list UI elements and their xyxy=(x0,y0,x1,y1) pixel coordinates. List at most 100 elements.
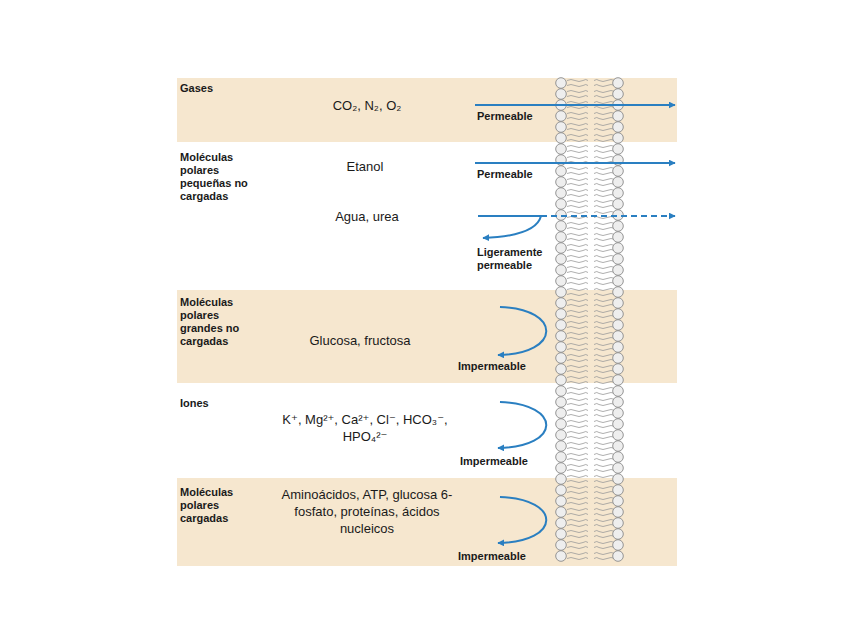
lipid-tail xyxy=(567,547,588,549)
lipid-tail xyxy=(567,234,588,236)
lipid-tail xyxy=(567,261,588,263)
lipid-head xyxy=(556,496,567,507)
permeability-label: Permeable xyxy=(477,110,557,123)
lipid-head xyxy=(556,364,567,375)
band-fill xyxy=(177,290,677,383)
lipid-tail xyxy=(594,283,615,285)
lipid-tail xyxy=(594,305,615,307)
rebound-arrow xyxy=(483,216,541,238)
lipid-head xyxy=(556,452,567,463)
lipid-head xyxy=(556,232,567,243)
lipid-head xyxy=(556,375,567,386)
lipid-head xyxy=(613,408,624,419)
lipid-tail xyxy=(567,250,588,252)
lipid-tail xyxy=(594,261,615,263)
lipid-tail xyxy=(594,371,615,373)
lipid-head xyxy=(556,485,567,496)
lipid-head xyxy=(613,529,624,540)
lipid-tail xyxy=(567,96,588,98)
lipid-tail xyxy=(567,102,588,104)
molecule-list: Etanol xyxy=(305,158,425,175)
lipid-head xyxy=(613,540,624,551)
lipid-tail xyxy=(567,465,588,467)
lipid-tail xyxy=(594,509,615,511)
lipid-tail xyxy=(594,195,615,197)
lipid-tail xyxy=(594,278,615,280)
lipid-tail xyxy=(594,223,615,225)
lipid-tail xyxy=(594,492,615,494)
lipid-tail xyxy=(594,316,615,318)
lipid-tail xyxy=(567,476,588,478)
lipid-tail xyxy=(594,465,615,467)
permeability-label: Ligeramente permeable xyxy=(477,246,551,272)
lipid-tail xyxy=(567,448,588,450)
lipid-head xyxy=(613,463,624,474)
lipid-tail xyxy=(594,206,615,208)
lipid-tail xyxy=(567,371,588,373)
lipid-tail xyxy=(567,338,588,340)
lipid-tail xyxy=(594,360,615,362)
lipid-tail xyxy=(567,228,588,230)
lipid-tail xyxy=(567,151,588,153)
lipid-tail xyxy=(594,135,615,137)
lipid-tail xyxy=(567,113,588,115)
lipid-head xyxy=(556,397,567,408)
lipid-tail xyxy=(567,173,588,175)
lipid-tail xyxy=(594,459,615,461)
category-band: Moléculas polares cargadasAminoácidos, A… xyxy=(177,478,677,566)
lipid-tail xyxy=(567,366,588,368)
permeability-label: Impermeable xyxy=(458,360,548,373)
lipid-head xyxy=(556,309,567,320)
lipid-head xyxy=(613,221,624,232)
lipid-head xyxy=(556,474,567,485)
lipid-head xyxy=(556,529,567,540)
lipid-head xyxy=(556,243,567,254)
category-label: Moléculas polares cargadas xyxy=(180,486,254,525)
lipid-tail xyxy=(567,454,588,456)
lipid-head xyxy=(613,364,624,375)
partial-arrow-dashed xyxy=(541,215,675,217)
lipid-head xyxy=(556,540,567,551)
lipid-tail xyxy=(567,443,588,445)
lipid-head xyxy=(613,298,624,309)
lipid-tail xyxy=(594,173,615,175)
lipid-tail xyxy=(594,272,615,274)
lipid-tail xyxy=(594,239,615,241)
lipid-head xyxy=(613,78,624,89)
lipid-tail xyxy=(594,190,615,192)
lipid-head xyxy=(613,507,624,518)
lipid-tail xyxy=(594,151,615,153)
lipid-tail xyxy=(594,498,615,500)
lipid-tail xyxy=(567,388,588,390)
lipid-tail xyxy=(567,179,588,181)
lipid-tail xyxy=(567,140,588,142)
category-band: Moléculas polares grandes no cargadasGlu… xyxy=(177,290,677,383)
lipid-head xyxy=(556,430,567,441)
lipid-head xyxy=(613,419,624,430)
lipid-tail xyxy=(567,470,588,472)
category-label: Moléculas polares grandes no cargadas xyxy=(180,296,254,348)
lipid-tail xyxy=(594,558,615,560)
lipid-tail xyxy=(567,531,588,533)
lipid-tail xyxy=(594,393,615,395)
lipid-tail xyxy=(567,327,588,329)
lipid-tail xyxy=(594,454,615,456)
lipid-tail xyxy=(594,448,615,450)
lipid-head xyxy=(613,397,624,408)
lipid-tail xyxy=(594,333,615,335)
lipid-head xyxy=(556,177,567,188)
lipid-tail xyxy=(594,536,615,538)
lipid-head xyxy=(556,463,567,474)
lipid-head xyxy=(613,430,624,441)
category-label: Gases xyxy=(180,82,262,95)
lipid-head xyxy=(613,254,624,265)
lipid-tail xyxy=(594,124,615,126)
category-label: Iones xyxy=(180,397,262,410)
lipid-tail xyxy=(567,190,588,192)
lipid-tail xyxy=(594,487,615,489)
lipid-head xyxy=(556,265,567,276)
lipid-tail xyxy=(594,96,615,98)
lipid-tail xyxy=(567,168,588,170)
lipid-head xyxy=(613,474,624,485)
lipid-tail xyxy=(594,388,615,390)
